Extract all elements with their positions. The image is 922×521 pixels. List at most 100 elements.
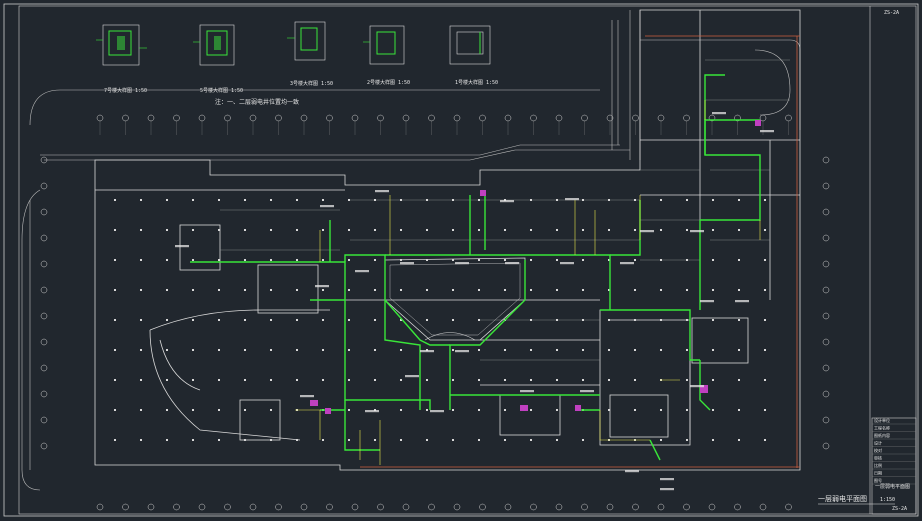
column xyxy=(140,379,142,381)
axis-bubble xyxy=(683,503,690,511)
column xyxy=(400,319,402,321)
detail-4 xyxy=(363,25,405,65)
column xyxy=(686,439,688,441)
column xyxy=(192,409,194,411)
column xyxy=(712,349,714,351)
column xyxy=(270,289,272,291)
structural-columns xyxy=(114,199,766,441)
column xyxy=(712,409,714,411)
axis-bubble xyxy=(708,503,716,511)
axis-bubble xyxy=(275,114,282,122)
column xyxy=(244,439,246,441)
column xyxy=(348,409,350,411)
label-mark xyxy=(355,270,369,273)
column xyxy=(712,199,714,201)
column xyxy=(426,319,428,321)
column xyxy=(192,439,194,441)
column xyxy=(192,319,194,321)
column xyxy=(166,349,168,351)
detail-caption-4: 2号楼大样图 1:50 xyxy=(367,79,410,86)
column xyxy=(114,259,116,261)
column xyxy=(582,259,584,261)
axis-bubble xyxy=(40,364,48,372)
column xyxy=(582,379,584,381)
column xyxy=(322,319,324,321)
column xyxy=(764,319,766,321)
label-mark xyxy=(400,262,414,265)
column xyxy=(582,349,584,351)
column xyxy=(764,409,766,411)
label-mark xyxy=(712,112,726,115)
axis-bubble xyxy=(822,390,830,398)
column xyxy=(192,379,194,381)
column xyxy=(296,379,298,381)
column xyxy=(322,259,324,261)
column xyxy=(270,319,272,321)
axis-bubble xyxy=(657,114,665,122)
label-mark xyxy=(500,200,514,203)
label-mark xyxy=(640,230,654,233)
column xyxy=(114,409,116,411)
column xyxy=(556,289,558,291)
column xyxy=(192,229,194,231)
detail-2 xyxy=(193,24,235,66)
column xyxy=(114,379,116,381)
column xyxy=(296,289,298,291)
cable-tray-network xyxy=(190,74,761,461)
column xyxy=(452,379,454,381)
column xyxy=(738,259,740,261)
column xyxy=(712,289,714,291)
site-roads xyxy=(21,10,801,491)
column xyxy=(114,349,116,351)
axis-bubble xyxy=(402,503,410,511)
axis-bubble xyxy=(453,503,461,511)
column xyxy=(686,259,688,261)
column xyxy=(166,289,168,291)
title-block-row: 比例 xyxy=(874,462,882,468)
axis-bubble xyxy=(40,338,48,346)
column xyxy=(348,229,350,231)
label-mark xyxy=(420,350,434,353)
column xyxy=(114,439,116,441)
label-mark xyxy=(700,300,714,303)
column xyxy=(244,379,246,381)
label-mark xyxy=(175,245,189,248)
axis-bubble xyxy=(96,114,104,122)
column xyxy=(296,229,298,231)
label-mark xyxy=(375,190,389,193)
column xyxy=(166,379,168,381)
axis-bubble xyxy=(377,503,384,511)
column xyxy=(192,199,194,201)
column xyxy=(608,379,610,381)
label-mark xyxy=(625,470,639,473)
axis-bubble xyxy=(326,114,333,122)
label-mark xyxy=(565,198,579,201)
column xyxy=(322,439,324,441)
column xyxy=(478,289,480,291)
column xyxy=(218,379,220,381)
axis-bubble xyxy=(822,416,830,424)
axis-bubble xyxy=(606,503,614,511)
column xyxy=(452,349,454,351)
column xyxy=(374,199,376,201)
column xyxy=(426,259,428,261)
label-mark xyxy=(580,390,594,393)
axis-bubble xyxy=(40,312,48,320)
column xyxy=(530,409,532,411)
axis-bubble xyxy=(224,503,231,511)
column xyxy=(478,259,480,261)
column xyxy=(764,349,766,351)
column xyxy=(686,409,688,411)
axis-bubble xyxy=(198,503,206,511)
axis-bubble xyxy=(326,503,333,511)
column xyxy=(634,199,636,201)
column xyxy=(504,259,506,261)
label-mark xyxy=(660,488,674,491)
column xyxy=(660,409,662,411)
column xyxy=(738,379,740,381)
axis-bubble xyxy=(198,114,206,122)
label-mark xyxy=(690,230,704,233)
column xyxy=(478,439,480,441)
column xyxy=(504,289,506,291)
column xyxy=(400,379,402,381)
